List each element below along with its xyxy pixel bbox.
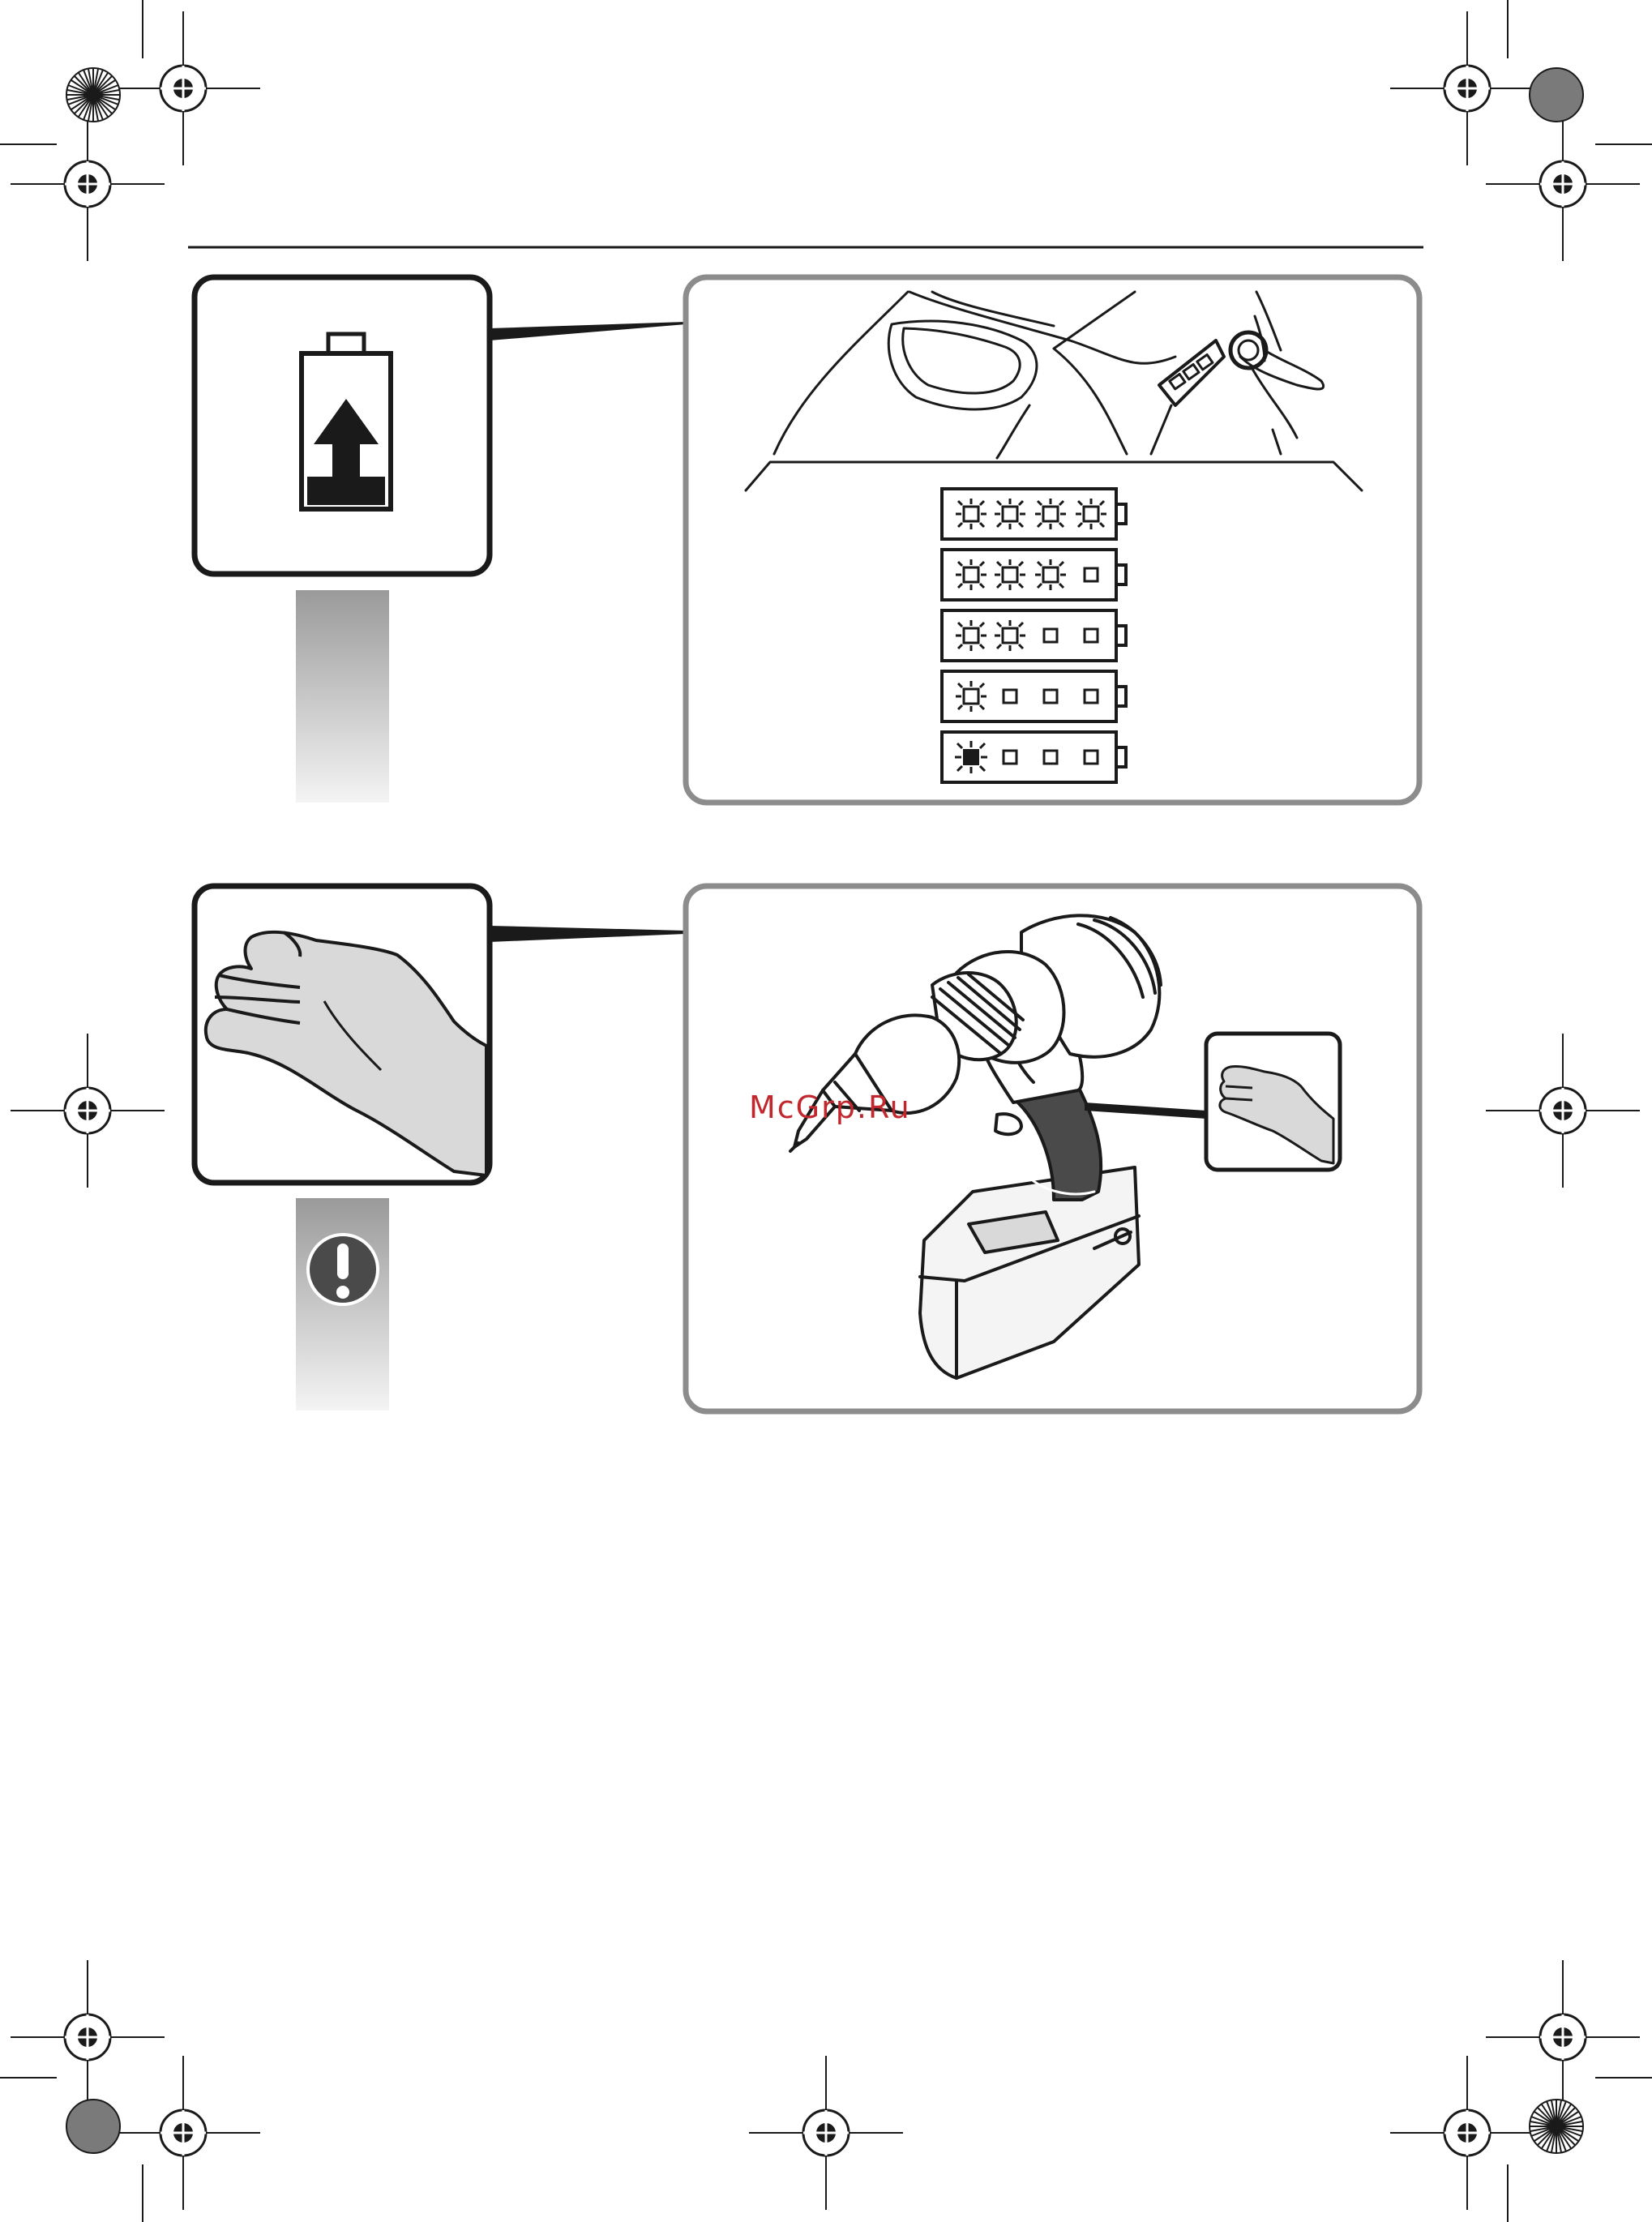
exclamation-icon xyxy=(308,1235,378,1304)
charge-row-blinking xyxy=(942,732,1126,782)
charge-row-3 xyxy=(942,550,1126,600)
charge-level-rows xyxy=(942,489,1126,782)
hand-icon xyxy=(195,886,490,1183)
watermark-text: McGrp.Ru xyxy=(749,1090,911,1125)
charge-row-2 xyxy=(942,610,1126,661)
charge-indicator-panel xyxy=(686,277,1419,803)
callout-pointer xyxy=(490,322,686,340)
gradient-bar xyxy=(296,590,389,803)
drill-panel xyxy=(686,886,1419,1411)
battery-charge-icon xyxy=(195,277,490,574)
callout-pointer xyxy=(490,926,686,942)
charge-row-4 xyxy=(942,489,1126,539)
charge-row-1 xyxy=(942,671,1126,721)
